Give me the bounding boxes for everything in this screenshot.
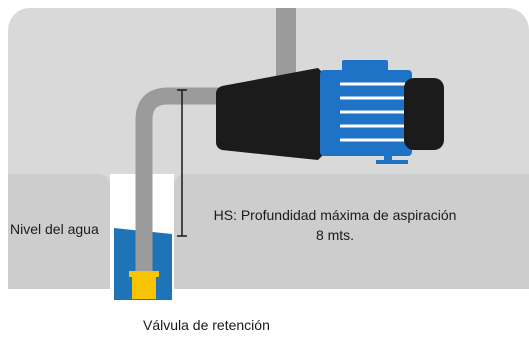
ground-left [8,174,110,289]
suction-pipe [135,87,232,278]
pump-foot-base [376,160,408,164]
motor-end-cap [404,78,444,150]
motor-top [342,60,388,72]
pump-foot [384,150,392,164]
water-level-label: Nivel del agua [10,221,99,237]
discharge-pipe [276,8,296,80]
pump-housing [216,68,326,160]
water-pump-icon [216,60,444,164]
suction-depth-value: 8 mts. [315,227,355,243]
suction-depth-title: HS: Profundidad máxima de aspiración [213,207,457,223]
ground-right [174,174,529,289]
check-valve-label: Válvula de retención [143,317,270,333]
check-valve-cap [129,271,159,277]
suction-depth-annotation: HS: Profundidad máxima de aspiración 8 m… [190,205,480,245]
check-valve-icon [132,273,156,299]
